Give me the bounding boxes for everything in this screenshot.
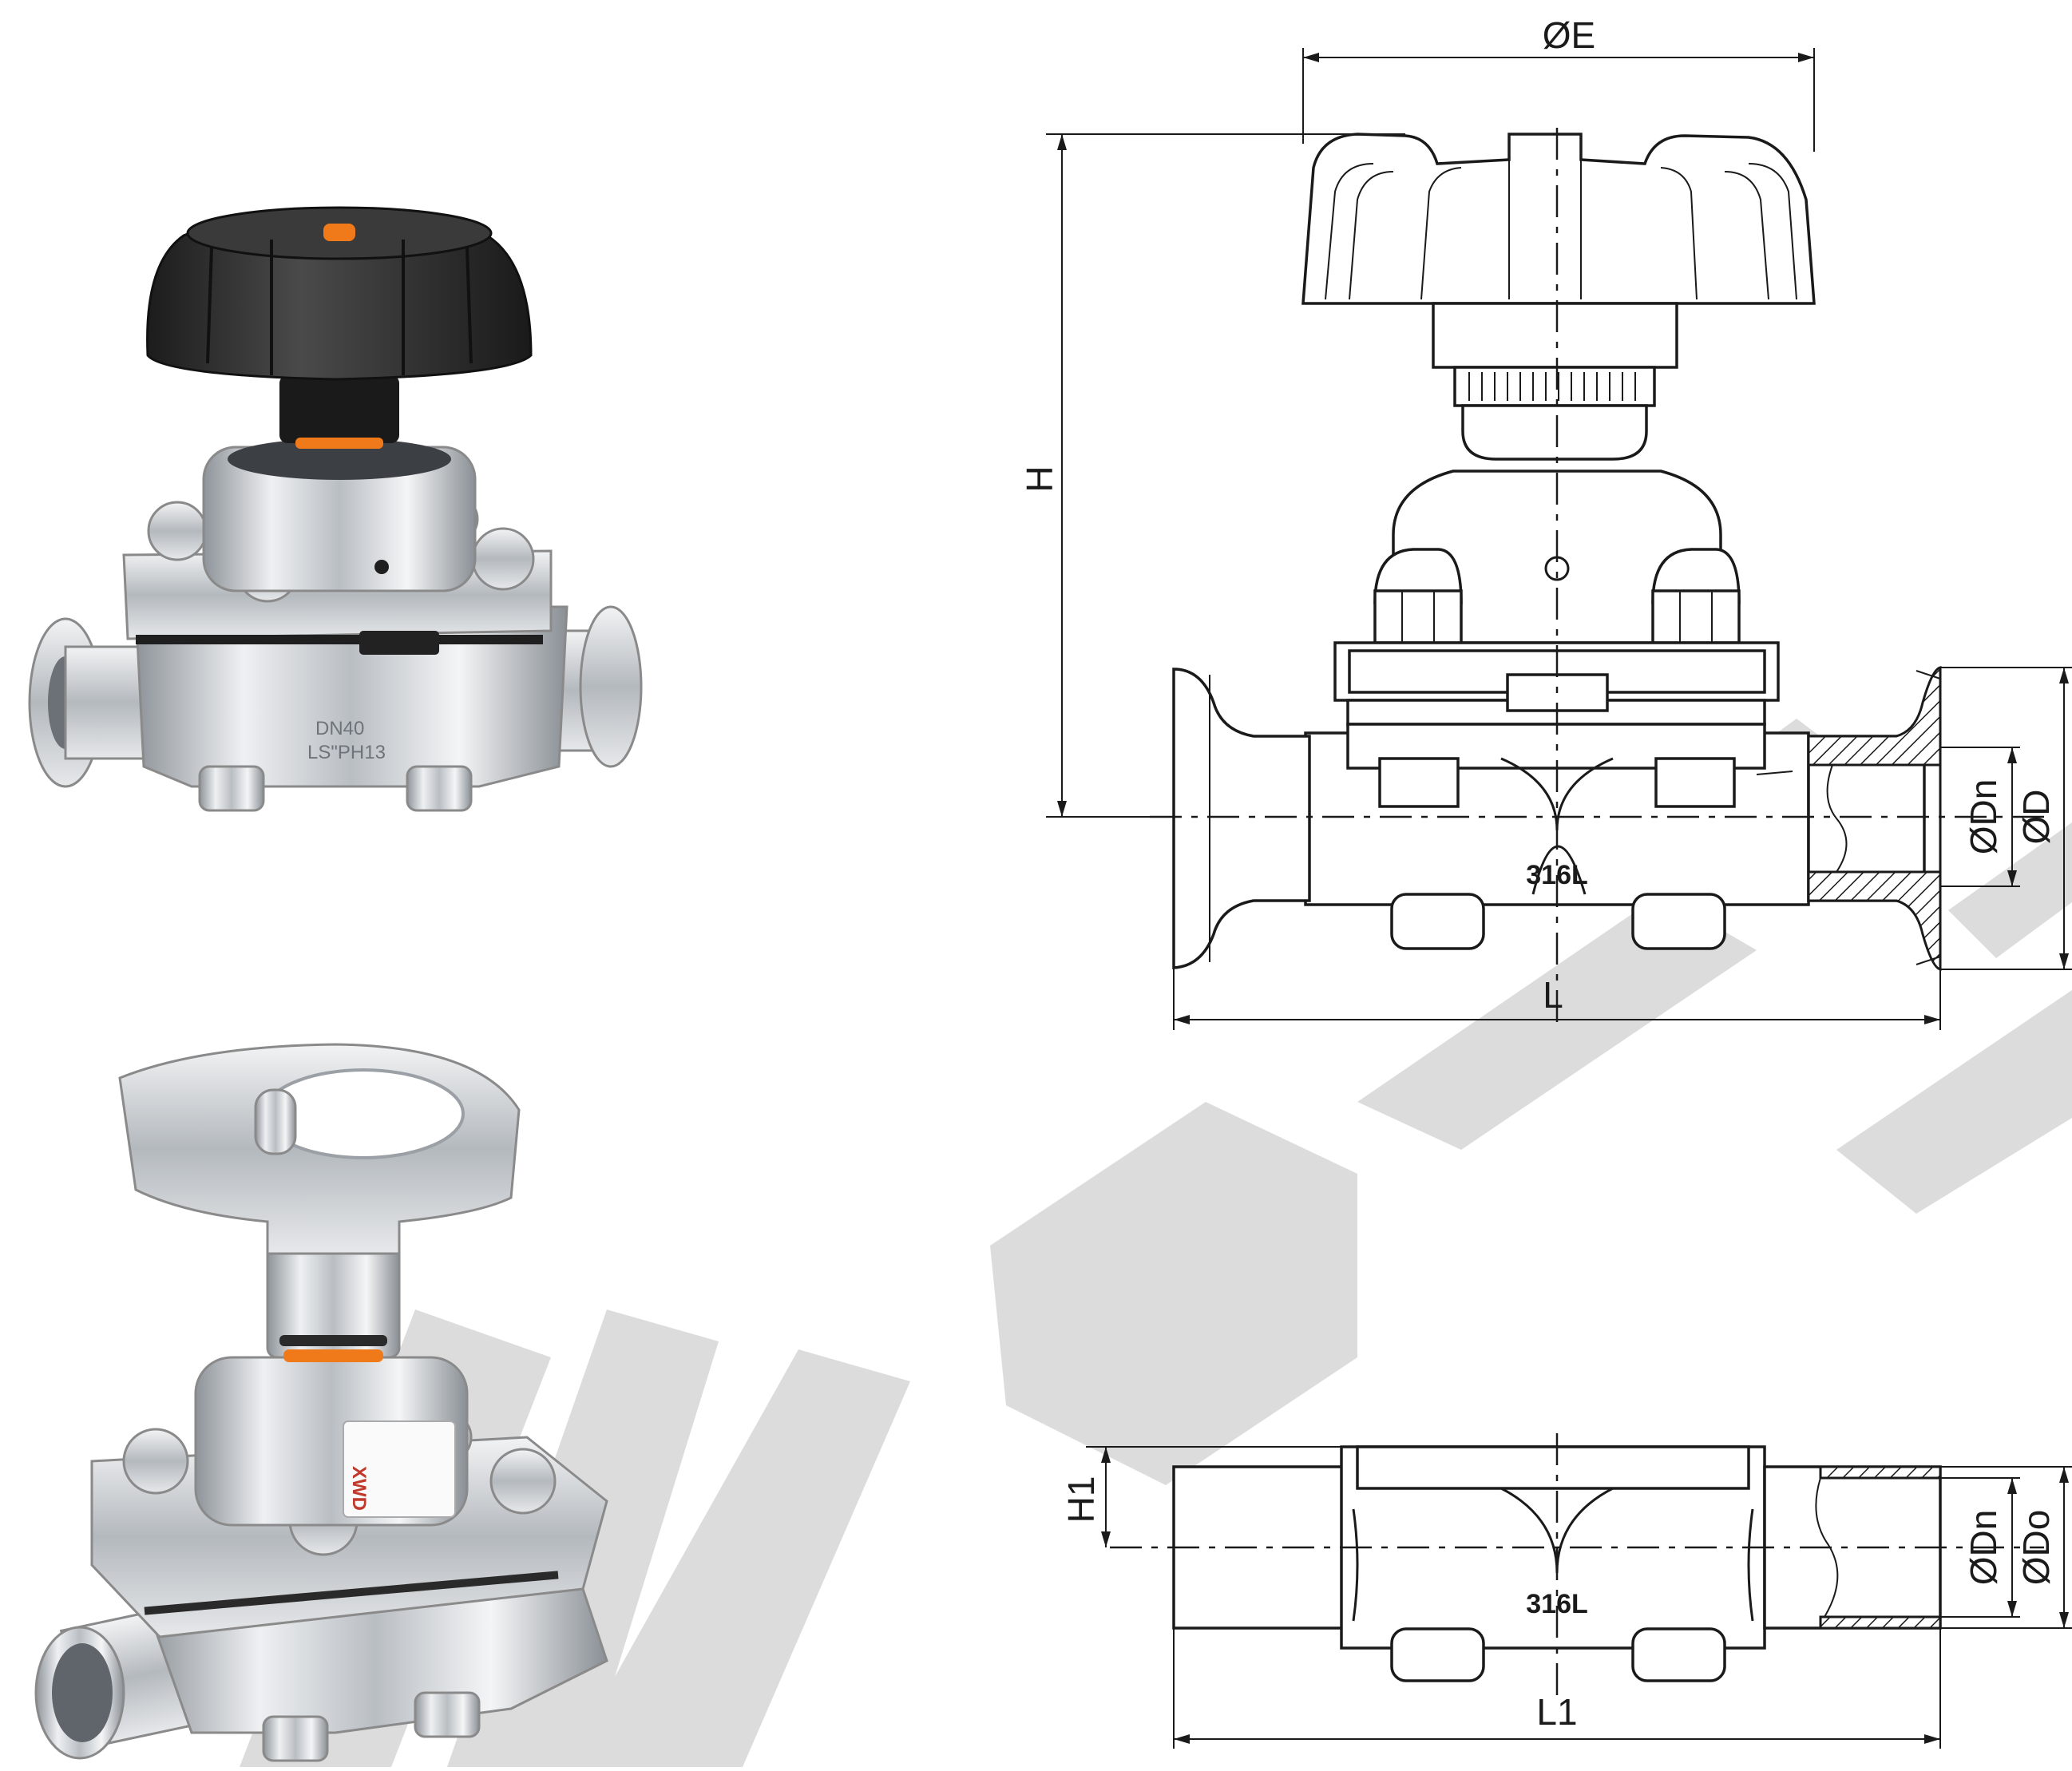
weld-right-pipe — [1763, 1465, 1942, 1630]
bolt-nut-right — [1651, 589, 1741, 644]
dimension-h1: H1 — [1060, 1446, 1357, 1547]
photo-body-foot-left — [198, 765, 265, 812]
photo2-foot-right — [414, 1691, 481, 1738]
photo-weld-valve: XWD — [34, 1043, 608, 1762]
dim-label-h: H — [1019, 466, 1060, 492]
photo-bolt-1 — [147, 501, 208, 561]
weld-body-top — [1356, 1445, 1750, 1490]
weld-right-wall-top — [1819, 1465, 1942, 1480]
dim-label-h1: H1 — [1060, 1476, 1102, 1523]
dimension-l: L — [1173, 968, 1941, 1030]
right-ferrule-section-bottom — [1807, 870, 1942, 971]
handwheel-ribs — [1325, 160, 1797, 300]
bolt-nut-left — [1373, 589, 1463, 644]
dim-label-od: ØD — [2015, 790, 2057, 845]
left-ferrule — [1172, 668, 1311, 969]
photo-stem — [279, 375, 399, 443]
stem-knurl-lines — [1468, 372, 1636, 401]
photo-cast-line1: DN40 — [315, 718, 364, 739]
photo-handwheel-ribs — [206, 240, 473, 375]
photo2-name-plate — [343, 1420, 456, 1518]
dimension-odo: ØDo — [1940, 1466, 2072, 1629]
body-pocket-left — [1378, 757, 1460, 808]
photo2-dark-ring — [279, 1335, 387, 1346]
dimension-od: ØD — [1940, 667, 2072, 970]
weld-foot-right — [1631, 1627, 1726, 1682]
watermark-stroke-6 — [1836, 990, 2072, 1214]
photo-clamp-valve: DN40 LS"PH13 — [28, 206, 643, 812]
photo2-brand-plate: XWD — [348, 1466, 370, 1511]
dim-label-oe: ØE — [1543, 14, 1595, 56]
photo2-bolt-3 — [489, 1448, 557, 1515]
watermark-stroke-7 — [1948, 822, 2072, 958]
photo-bonnet-opening — [228, 438, 451, 480]
body-foot-left — [1390, 893, 1485, 950]
dimension-h: H — [1019, 133, 1405, 818]
photo2-orange-ring — [283, 1349, 383, 1362]
photo2-handwheel-boss — [254, 1088, 297, 1155]
dim-label-odo: ØDo — [2015, 1510, 2057, 1586]
body-side-pin — [1756, 771, 1793, 775]
photo2-foot-left — [262, 1715, 329, 1762]
stem-knurl — [1453, 366, 1656, 407]
body-foot-right — [1631, 893, 1726, 950]
photo2-bolt-1 — [122, 1428, 189, 1495]
photo-diaphragm-gap — [136, 635, 543, 644]
stem-collar — [1432, 302, 1678, 369]
body-pocket-right — [1654, 757, 1736, 808]
drawing-weld-view: 316L H1 L1 ØDn ØDo — [1060, 1433, 2072, 1749]
photo-position-indicator — [323, 224, 355, 241]
weld-right-wall-bottom — [1819, 1615, 1942, 1630]
dim-label-weld-odn: ØDn — [1963, 1510, 2004, 1586]
photo-vent-hole — [374, 560, 389, 574]
photo2-diaphragm-gap — [144, 1571, 559, 1615]
photo-orange-ring — [295, 438, 383, 449]
dimension-weld-odn: ØDn — [1940, 1477, 2020, 1618]
photo-bolt-3 — [471, 527, 535, 591]
photo-cast-line2: LS"PH13 — [307, 742, 386, 763]
dim-label-odn: ØDn — [1963, 779, 2004, 855]
watermark-stroke-3 — [990, 1102, 1357, 1485]
right-bore-break — [1826, 764, 1848, 873]
weld-bore-break — [1815, 1477, 1839, 1618]
handwheel-outline — [1301, 133, 1816, 305]
photo-diaphragm-tab — [359, 631, 439, 655]
dimension-oe: ØE — [1302, 14, 1815, 152]
weld-foot-left — [1390, 1627, 1485, 1682]
dim-label-l1: L1 — [1536, 1691, 1577, 1733]
photo-right-flange — [579, 605, 643, 768]
right-ferrule-section-top — [1807, 666, 1942, 767]
dimension-l1: L1 — [1173, 1628, 1941, 1749]
dimension-odn: ØDn — [1940, 747, 2020, 887]
dim-label-l: L — [1543, 974, 1563, 1016]
drawing-clamp-view: 316L ØE H L — [1019, 14, 2072, 1030]
photo2-pipe-bore — [52, 1643, 113, 1742]
stem-base — [1461, 404, 1648, 461]
photo-body-foot-right — [406, 765, 473, 812]
